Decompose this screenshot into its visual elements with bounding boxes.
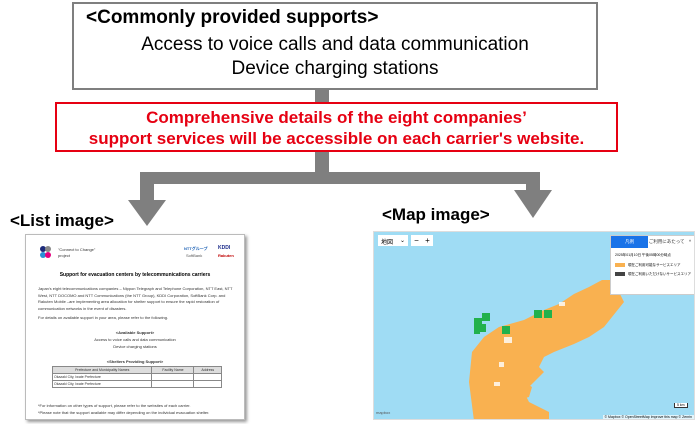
common-supports-box: <Commonly provided supports> Access to v…: [72, 2, 598, 90]
project-logo-icon: [40, 246, 51, 258]
table-cell: Okazaki City, Iwate Prefecture: [51, 380, 153, 388]
project-name: project: [58, 253, 71, 258]
legend-item: 現在ご利用可能なサービスエリア: [628, 263, 681, 267]
common-supports-title: <Commonly provided supports>: [86, 7, 379, 28]
support-item: Access to voice calls and data communica…: [141, 34, 529, 55]
layer-select-value: 地図: [381, 240, 394, 246]
doc-details: For details on available support in your…: [38, 315, 169, 320]
softbank-logo: SoftBank: [186, 253, 203, 258]
map-image-label: <Map image>: [382, 205, 490, 224]
list-image-label: <List image>: [10, 211, 114, 230]
available-item: Access to voice calls and data communica…: [94, 337, 176, 342]
kddi-logo: KDDI: [218, 245, 231, 251]
table-header: Prefecture and Municipality Names: [51, 366, 153, 374]
table-cell: [151, 380, 195, 388]
tab-legend[interactable]: 凡例: [611, 236, 649, 248]
chevron-down-icon: ⌄: [399, 238, 405, 244]
unavailable-area-swatch: [615, 272, 625, 276]
collapse-button[interactable]: ^: [689, 239, 692, 244]
table-cell: Okazaki City, Iwate Prefecture: [51, 373, 153, 381]
table-cell: [193, 380, 222, 388]
zoom-controls: −+: [411, 235, 433, 246]
table-header: Address: [193, 366, 222, 374]
doc-intro: Japan's eight telecommunications compani…: [38, 286, 233, 311]
support-item: Device charging stations: [231, 58, 439, 79]
map-land: [469, 280, 624, 419]
table-header: Facility Name: [151, 366, 195, 374]
map-attribution[interactable]: © Mapbox © OpenStreetMap Improve this ma…: [602, 415, 694, 419]
shelter-marker-icon: [474, 310, 552, 334]
rakuten-logo: Rakuten: [218, 253, 234, 258]
project-name: "Connect to Change": [58, 247, 96, 252]
notice-line: Comprehensive details of the eight compa…: [146, 108, 527, 127]
table-row: Okazaki City, Iwate Prefecture: [51, 380, 222, 388]
map-image[interactable]: 地図 ⌄ −+ 凡例 ご利用にあたって ^ 2025年01月10日 午後05時00…: [373, 231, 695, 420]
available-item: Device charging stations: [113, 344, 157, 349]
list-image-document: "Connect to Change" project NTTグループ KDDI…: [25, 234, 245, 420]
zoom-in-button[interactable]: +: [425, 236, 430, 245]
scale-bar: 5 km: [674, 403, 688, 408]
legend-panel: 凡例 ご利用にあたって ^ 2025年01月10日 午後05時00分時点 現在ご…: [610, 235, 694, 295]
available-heading: <Available Support>: [115, 330, 155, 335]
table-cell: [151, 373, 195, 381]
shelter-markers: [474, 310, 552, 334]
available-area-swatch: [615, 263, 625, 267]
mapbox-logo: mapbox: [376, 410, 391, 415]
doc-note: *For information on other types of suppo…: [38, 403, 191, 408]
zoom-out-button[interactable]: −: [414, 236, 419, 245]
layer-select[interactable]: 地図 ⌄: [378, 235, 408, 246]
tab-usage-notes[interactable]: ご利用にあたって: [648, 239, 685, 244]
table-row: Okazaki City, Iwate Prefecture: [51, 373, 222, 381]
carrier-website-notice: Comprehensive details of the eight compa…: [55, 102, 618, 152]
legend-timestamp: 2025年01月10日 午後05時00分時点: [615, 253, 671, 257]
doc-title: Support for evacuation centers by teleco…: [59, 272, 211, 278]
legend-item: 現在ご利用いただけないサービスエリア: [628, 272, 691, 276]
ntt-logo: NTTグループ: [184, 246, 208, 251]
shelters-heading: <Shelters Providing Support>: [106, 359, 164, 364]
doc-note: *Please note that the support available …: [38, 410, 210, 415]
table-cell: [193, 373, 222, 381]
notice-line: support services will be accessible on e…: [88, 129, 585, 148]
